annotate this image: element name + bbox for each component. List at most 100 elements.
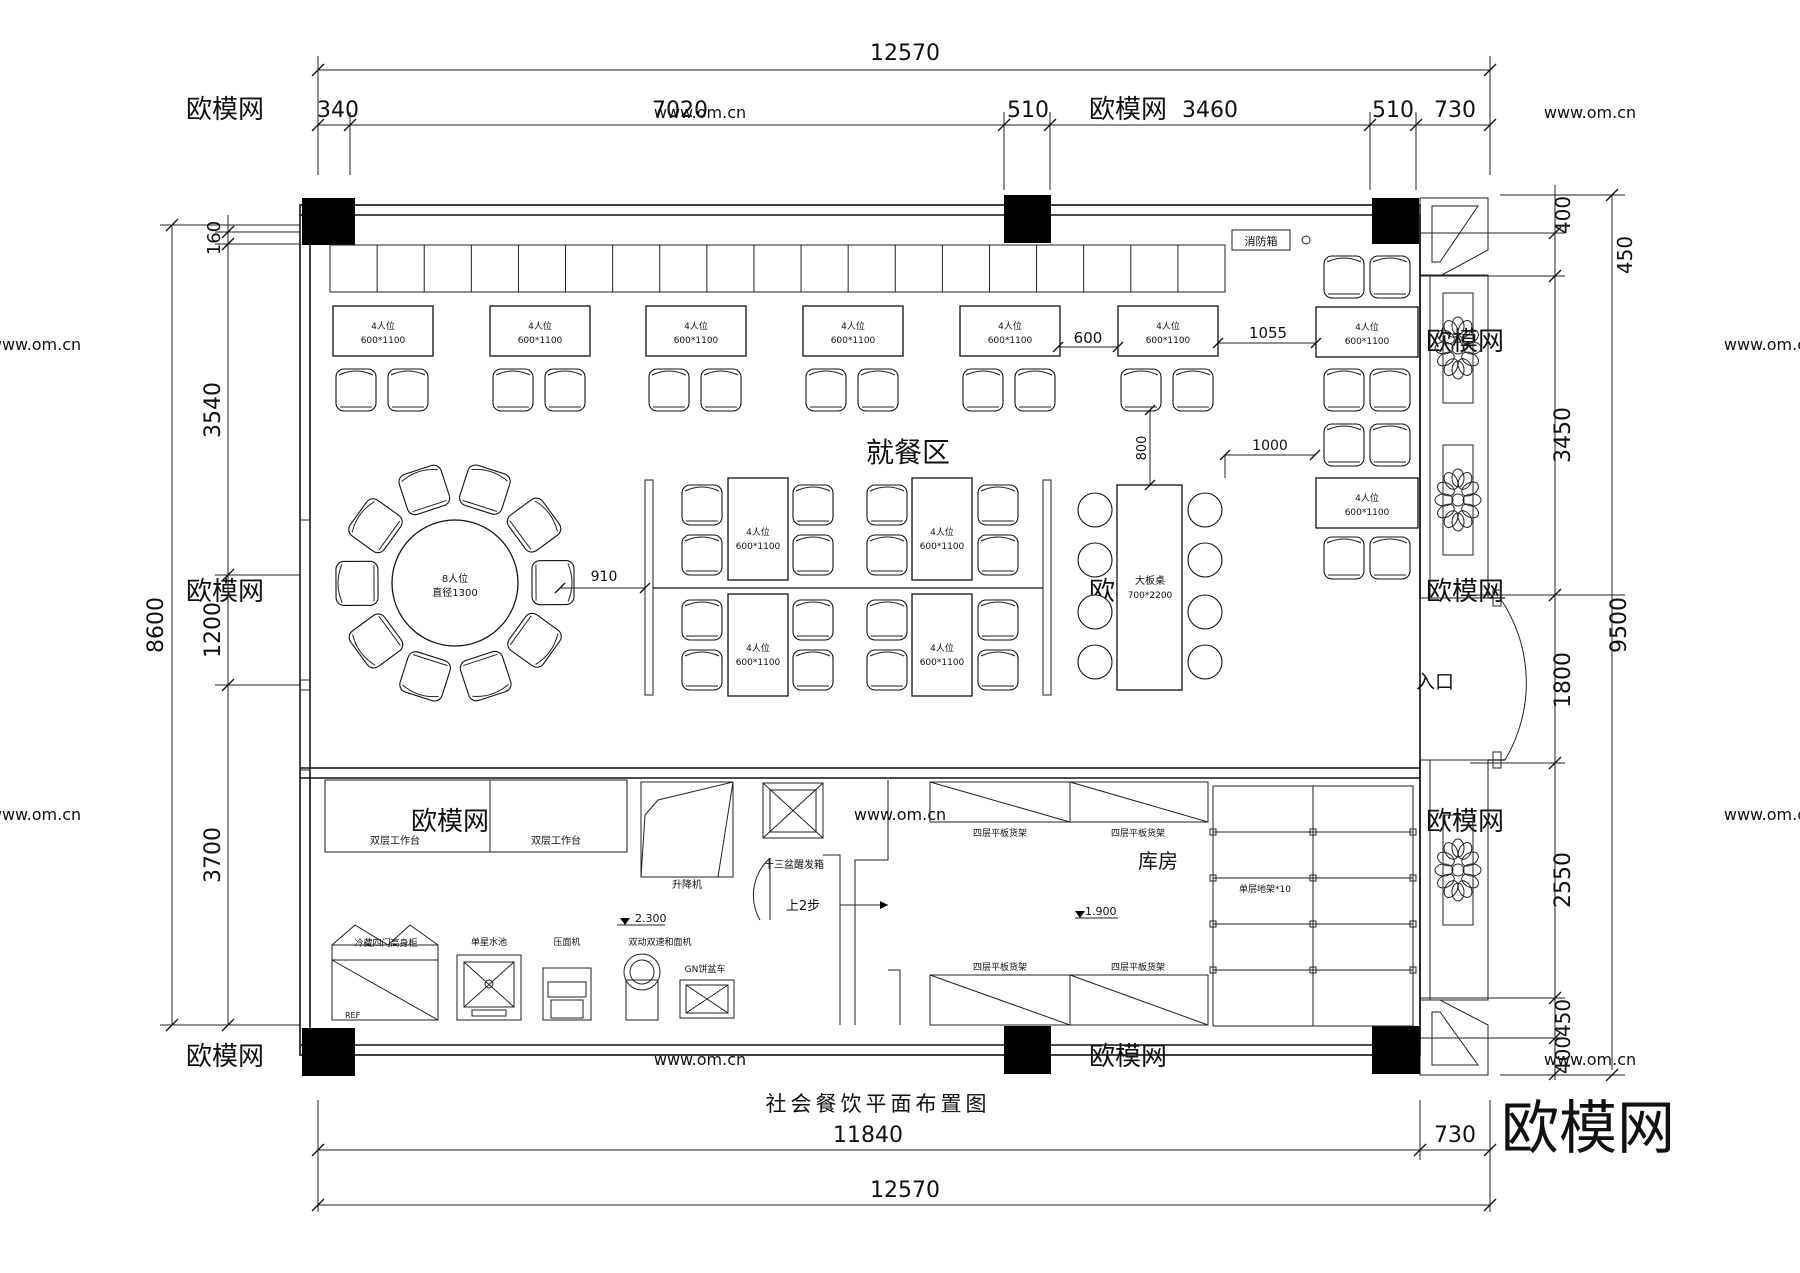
chair [335, 368, 377, 412]
chair [792, 534, 834, 576]
chair [1369, 423, 1411, 467]
dim-1055: 1055 [1249, 324, 1287, 342]
big-table: 大板桌 700*2200 [1116, 484, 1183, 691]
four-seat-table [959, 305, 1061, 357]
dim-tick [997, 118, 1011, 132]
plan-title: 社会餐饮平面布置图 [766, 1092, 991, 1116]
table-label: 4人位 [746, 526, 770, 538]
chair [1323, 255, 1365, 299]
chair [348, 613, 404, 669]
lift-label: 升降机 [672, 878, 702, 891]
storage-area-label: 库房 [1138, 849, 1178, 873]
chair [866, 484, 908, 526]
plant-leaf [1451, 468, 1465, 488]
four-seat-table [1315, 306, 1419, 358]
dim-600: 600 [1074, 329, 1103, 347]
plant-leaf [1457, 510, 1473, 528]
watermark-site: www.om.cn [854, 805, 946, 824]
chair [681, 649, 723, 691]
table-label: 4人位 [371, 320, 395, 332]
plant-leaf [1461, 329, 1479, 345]
plant-leaf [1443, 472, 1459, 490]
rack-post [1409, 966, 1417, 974]
entrance-label: 入口 [1416, 671, 1454, 693]
table-size: 600*1100 [831, 336, 876, 346]
fridge-label: 冷藏四门高身柜 [354, 937, 417, 949]
four-seat-table [727, 593, 789, 697]
four-seat-table [911, 477, 973, 581]
dim-910: 910 [591, 569, 618, 585]
dim-tick [343, 118, 357, 132]
chair [507, 612, 562, 668]
brand-logo: 欧模网 [1501, 1094, 1675, 1162]
rack-post [1209, 828, 1217, 836]
table-label: 4人位 [684, 320, 708, 332]
four-seat-table [489, 305, 591, 357]
stool [1077, 542, 1113, 578]
watermark-text: 欧模网 [186, 577, 264, 607]
watermark-text: 欧模网 [1089, 95, 1167, 125]
dim-left-160: 160 [204, 221, 225, 255]
four-seat-table [802, 305, 904, 357]
table-label: 4人位 [746, 642, 770, 654]
stool [1187, 644, 1223, 680]
plant-center [1451, 863, 1465, 877]
round-table-label: 8人位 [442, 572, 468, 585]
dim-800: 800 [1135, 436, 1150, 461]
chair [335, 560, 379, 607]
shelf-3-label: 四层平板货架 [973, 961, 1027, 973]
table-label: 4人位 [930, 526, 954, 538]
inner-dimensions: 600 1055 800 1000 910 [554, 324, 1322, 594]
chair [1369, 255, 1411, 299]
table-size: 600*1100 [1345, 337, 1390, 347]
watermark-text: 欧模网 [186, 95, 264, 125]
plant-leaf [1461, 503, 1479, 519]
table-size: 600*1100 [920, 658, 965, 668]
plant-leaf [1436, 481, 1455, 497]
table-label: 4人位 [1355, 321, 1379, 333]
dim-tick [311, 118, 325, 132]
watermark-text: 欧模网 [1426, 577, 1504, 607]
dim-top-total: 12570 [870, 41, 940, 66]
rack-post [1409, 920, 1417, 928]
plant-leaf [1461, 873, 1479, 889]
watermark-layer: 欧模网欧模网欧模网欧模网欧模网欧模网欧模网欧模网欧模网欧模网www.om.cnw… [0, 95, 1800, 1072]
dining-area-label: 就餐区 [866, 436, 950, 469]
chair [977, 599, 1019, 641]
plant-leaf [1457, 472, 1473, 490]
plant-leaf [1462, 863, 1482, 877]
chair [681, 484, 723, 526]
stool [1077, 644, 1113, 680]
watermark-site: www.om.cn [1544, 103, 1636, 122]
watermark-site: www.om.cn [0, 335, 81, 354]
round-table: 8人位 直径1300 [335, 464, 575, 702]
plant-leaf [1434, 493, 1454, 507]
chair [387, 368, 429, 412]
plant-leaf [1436, 329, 1455, 345]
plant-leaf [1443, 880, 1459, 898]
proofer-label: 十三盆醒发箱 [764, 858, 824, 871]
table-size: 600*1100 [674, 336, 719, 346]
four-seat-table [911, 593, 973, 697]
watermark-text: 欧模网 [411, 807, 489, 837]
rack-post [1209, 874, 1217, 882]
dim-top-510a: 510 [1007, 98, 1049, 123]
chair [805, 368, 847, 412]
dim-1000: 1000 [1252, 438, 1288, 454]
rack-post [1309, 828, 1317, 836]
plant-leaf [1462, 493, 1482, 507]
rack-post [1309, 874, 1317, 882]
sink-label: 单星水池 [471, 936, 507, 948]
four-seat-table [1315, 477, 1419, 529]
workbench-1-label: 双层工作台 [370, 834, 420, 847]
dim-right-2550: 2550 [1551, 852, 1576, 908]
walls [299, 195, 1527, 1076]
dim-right-450b: 450 [1551, 999, 1575, 1037]
watermark-site: www.om.cn [1544, 1050, 1636, 1069]
dim-bottom-11840: 11840 [833, 1123, 903, 1148]
chair [459, 650, 512, 702]
table-label: 4人位 [1355, 492, 1379, 504]
table-label: 4人位 [1156, 320, 1180, 332]
dim-top-510b: 510 [1372, 98, 1414, 123]
